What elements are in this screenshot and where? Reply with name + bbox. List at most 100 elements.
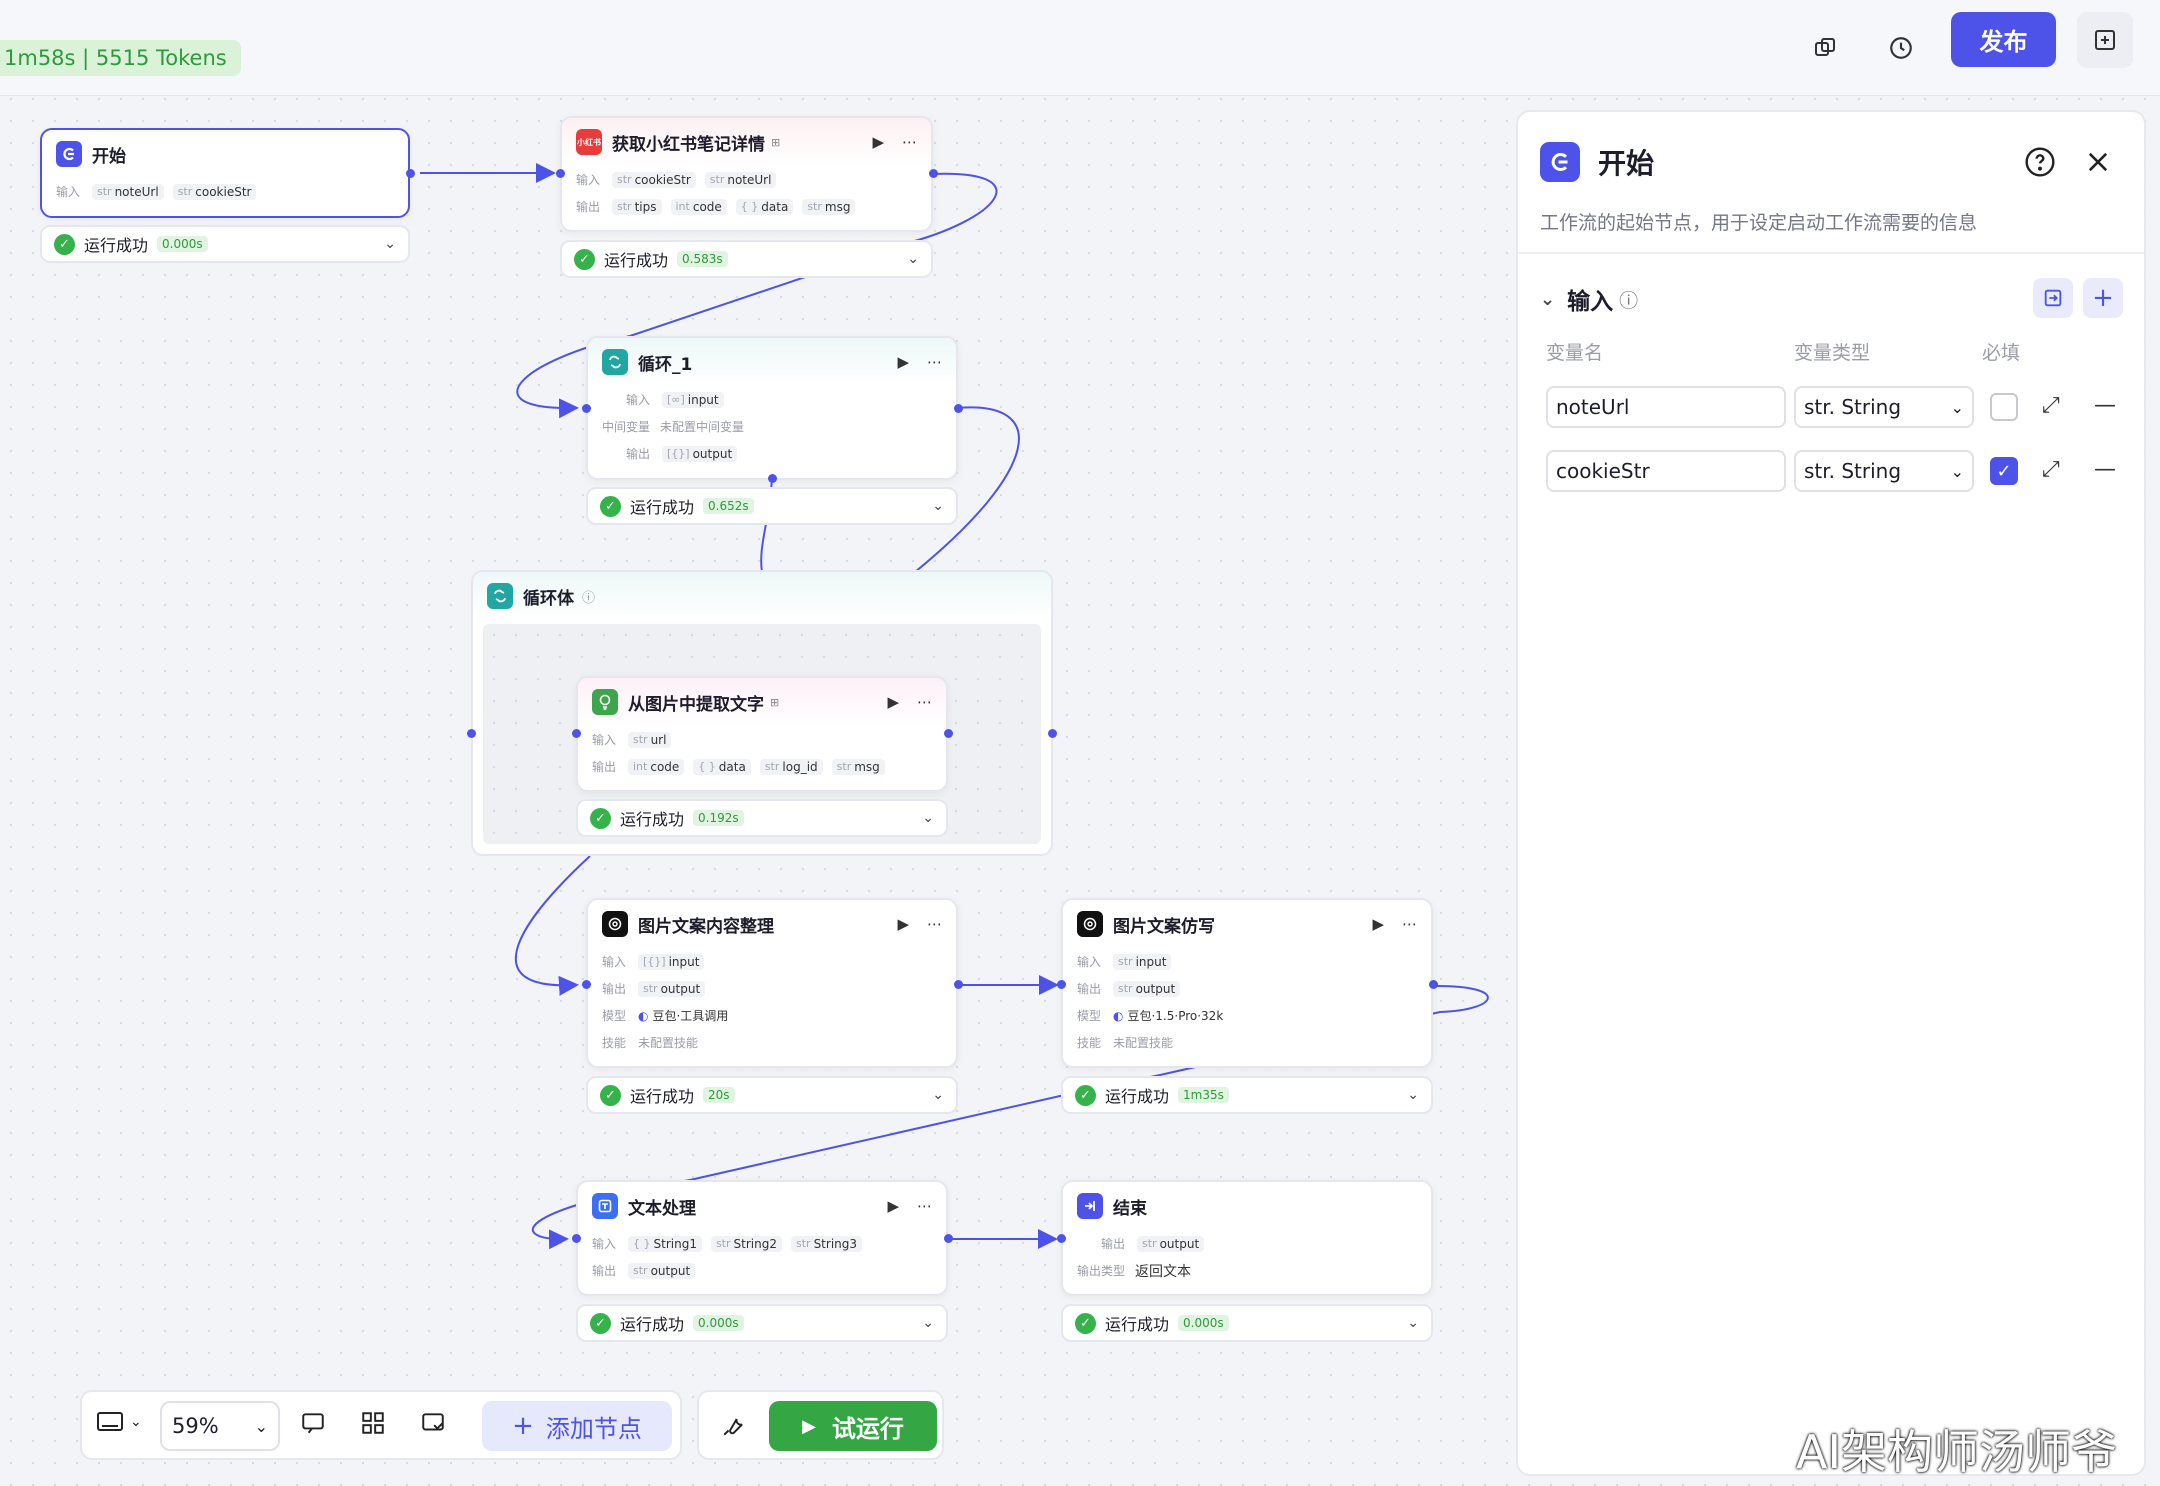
info-icon[interactable]: ⓘ xyxy=(582,590,596,606)
add-variable-icon[interactable]: + xyxy=(2083,278,2123,318)
bottom-toolbar: ⌄ 59%⌄ +添加节点 xyxy=(80,1390,682,1460)
layout-icon[interactable] xyxy=(360,1410,386,1441)
play-icon[interactable]: ▶ xyxy=(887,1197,899,1215)
remove-icon[interactable]: — xyxy=(2094,393,2116,418)
chevron-down-icon[interactable]: ⌄ xyxy=(932,498,944,514)
variable-type-select[interactable]: str. String⌄ xyxy=(1794,450,1974,492)
chevron-down-icon: ⌄ xyxy=(1950,461,1964,481)
node-loop[interactable]: 循环_1 ▶⋯ 输入 [∞]input 中间变量 未配置中间变量 输出 [{}]… xyxy=(586,336,958,480)
output-port[interactable] xyxy=(929,169,938,178)
add-node-button[interactable]: +添加节点 xyxy=(482,1401,672,1451)
column-header: 变量名 xyxy=(1546,342,1604,364)
expand-icon[interactable]: ⤢ xyxy=(2042,457,2060,482)
output-port[interactable] xyxy=(944,729,953,738)
input-port[interactable] xyxy=(572,1234,581,1243)
output-port[interactable] xyxy=(954,404,963,413)
import-icon[interactable] xyxy=(2033,278,2073,318)
text-process-icon xyxy=(592,1193,618,1219)
output-port[interactable] xyxy=(406,169,415,178)
remove-icon[interactable]: — xyxy=(2094,457,2116,482)
play-icon[interactable]: ▶ xyxy=(872,133,884,151)
param-tag: { }String1 xyxy=(628,1235,702,1252)
play-icon[interactable]: ▶ xyxy=(1372,915,1384,933)
param-tag: [∞]input xyxy=(662,391,724,408)
add-panel-icon[interactable] xyxy=(2077,12,2133,68)
info-icon[interactable]: ⓘ xyxy=(1619,289,1639,312)
chevron-down-icon: ⌄ xyxy=(1950,397,1964,417)
expand-icon[interactable]: ⤢ xyxy=(2042,393,2060,418)
comment-icon[interactable] xyxy=(300,1410,326,1441)
loop-input-port[interactable] xyxy=(467,729,476,738)
close-icon[interactable] xyxy=(2084,148,2112,180)
watermark: AI架构师汤师爷 xyxy=(1796,1425,2118,1479)
play-icon[interactable]: ▶ xyxy=(897,353,909,371)
chevron-down-icon[interactable]: ⌄ xyxy=(1407,1087,1419,1103)
required-checkbox[interactable]: ✓ xyxy=(1990,457,2018,485)
check-icon: ✓ xyxy=(54,233,75,255)
loop-body-port[interactable] xyxy=(768,474,777,483)
input-port[interactable] xyxy=(1057,980,1066,989)
variable-name-input[interactable]: noteUrl xyxy=(1546,386,1786,428)
loop-icon xyxy=(487,583,513,609)
chevron-down-icon[interactable]: ⌄ xyxy=(907,251,919,267)
more-icon[interactable]: ⋯ xyxy=(902,133,917,151)
loop-output-port[interactable] xyxy=(1048,729,1057,738)
chevron-down-icon[interactable]: ⌄ xyxy=(384,236,396,252)
input-port[interactable] xyxy=(572,729,581,738)
node-config-panel: 开始 工作流的起始节点，用于设定启动工作流需要的信息 ⌄ 输入 ⓘ + 变量名 … xyxy=(1516,110,2146,1476)
variable-type-select[interactable]: str. String⌄ xyxy=(1794,386,1974,428)
more-icon[interactable]: ⋯ xyxy=(927,353,942,371)
input-port[interactable] xyxy=(582,404,591,413)
canvas-mode-icon[interactable]: ⌄ xyxy=(96,1410,142,1434)
param-tag: [{}]input xyxy=(638,953,705,970)
publish-button[interactable]: 发布 xyxy=(1951,12,2056,67)
wrench-icon[interactable] xyxy=(721,1412,747,1443)
play-icon: ▶ xyxy=(802,1415,816,1437)
minimap-icon[interactable] xyxy=(420,1410,446,1441)
more-icon[interactable]: ⋯ xyxy=(927,915,942,933)
copy-icon[interactable] xyxy=(1797,20,1853,76)
play-icon[interactable]: ▶ xyxy=(897,915,909,933)
input-port[interactable] xyxy=(1057,1234,1066,1243)
variable-name-input[interactable]: cookieStr xyxy=(1546,450,1786,492)
node-title: 开始 xyxy=(92,146,126,167)
chevron-down-icon[interactable]: ⌄ xyxy=(932,1087,944,1103)
output-port[interactable] xyxy=(1429,980,1438,989)
required-checkbox[interactable] xyxy=(1990,393,2018,421)
play-icon[interactable]: ▶ xyxy=(887,693,899,711)
output-port[interactable] xyxy=(944,1234,953,1243)
chevron-down-icon[interactable]: ⌄ xyxy=(922,810,934,826)
more-icon[interactable]: ⋯ xyxy=(1402,915,1417,933)
help-icon[interactable] xyxy=(2024,146,2056,182)
lightbulb-icon xyxy=(592,689,618,715)
input-port[interactable] xyxy=(556,169,565,178)
more-icon[interactable]: ⋯ xyxy=(917,693,932,711)
output-port[interactable] xyxy=(954,980,963,989)
zoom-select[interactable]: 59%⌄ xyxy=(160,1401,280,1451)
chevron-down-icon[interactable]: ⌄ xyxy=(922,1315,934,1331)
more-icon[interactable]: ⋯ xyxy=(917,1197,932,1215)
chevron-down-icon[interactable]: ⌄ xyxy=(1407,1315,1419,1331)
collapse-icon[interactable]: ⌄ xyxy=(1540,288,1556,310)
input-port[interactable] xyxy=(582,980,591,989)
history-icon[interactable] xyxy=(1873,20,1929,76)
try-run-button[interactable]: ▶试运行 xyxy=(769,1401,937,1451)
